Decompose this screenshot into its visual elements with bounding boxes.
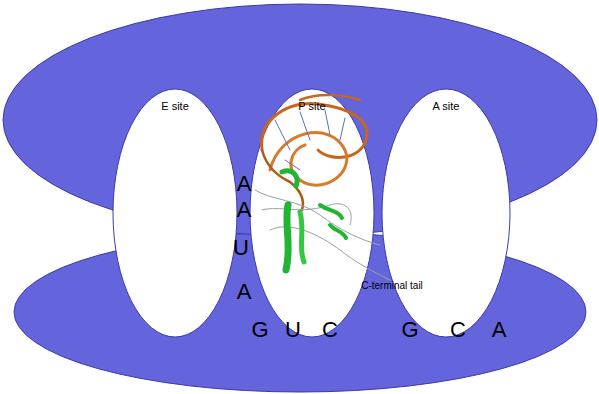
base-pairs bbox=[275, 110, 345, 170]
protein-strand bbox=[300, 212, 304, 262]
mrna-base: U bbox=[233, 237, 249, 259]
mrna-base: G bbox=[251, 319, 268, 341]
protein-strand bbox=[286, 205, 288, 270]
site-outline bbox=[381, 88, 511, 338]
protein-coil bbox=[255, 190, 390, 280]
trna-backbone bbox=[300, 95, 360, 100]
site-outline bbox=[112, 88, 238, 338]
site-ellipse: A site bbox=[381, 88, 511, 338]
trna-backbone bbox=[262, 150, 303, 210]
site-label: E site bbox=[112, 88, 238, 112]
trna-ribbon bbox=[255, 95, 390, 280]
protein-helix bbox=[320, 205, 346, 238]
protein-helix bbox=[282, 171, 297, 186]
trna-backbone bbox=[262, 103, 367, 157]
site-outline bbox=[250, 89, 374, 337]
site-label: A site bbox=[381, 88, 511, 112]
site-outline bbox=[113, 89, 237, 337]
mrna-base: A bbox=[237, 281, 252, 303]
mrna-base: C bbox=[450, 319, 466, 341]
mrna-base: G bbox=[401, 319, 418, 341]
mrna-base: A bbox=[492, 319, 507, 341]
mrna-base: A bbox=[237, 199, 252, 221]
mrna-base: U bbox=[285, 319, 301, 341]
mrna-base: A bbox=[237, 173, 252, 195]
mrna-base: C bbox=[322, 319, 338, 341]
callout-label: C-terminal tail bbox=[361, 281, 423, 291]
site-outline bbox=[382, 89, 510, 337]
site-label: P site bbox=[249, 88, 375, 112]
site-ellipse: E site bbox=[112, 88, 238, 338]
